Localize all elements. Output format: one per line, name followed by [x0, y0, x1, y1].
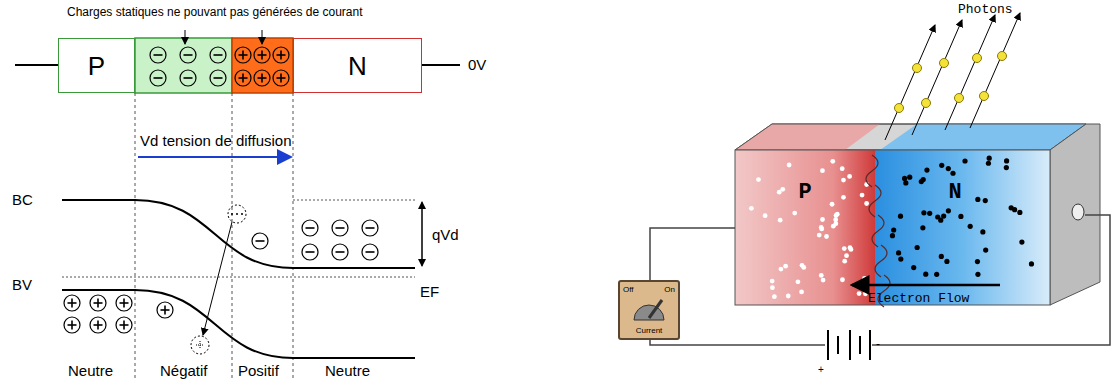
annotation-label: BV	[12, 276, 32, 293]
annotation-label: Photons	[958, 2, 1013, 17]
annotation-label: Vd tension de diffusion	[140, 132, 292, 149]
annotation-label: +	[818, 364, 824, 375]
node-label: Current	[620, 326, 678, 335]
switch-box: Off OnCurrent	[618, 280, 680, 340]
node-label: N	[920, 180, 990, 205]
annotation-label: 0V	[468, 56, 486, 73]
n-region-box: N	[293, 38, 422, 93]
annotation-label: qVd	[432, 226, 459, 243]
node-label: Off	[623, 285, 634, 294]
node-label: N	[294, 51, 421, 82]
node-label: P	[59, 51, 134, 82]
annotation-label: Electron Flow	[868, 291, 969, 306]
annotation-label: Neutre	[325, 362, 370, 379]
annotation-label: Négatif	[160, 362, 208, 379]
annotation-label: Positif	[238, 362, 279, 379]
annotation-label: Neutre	[68, 362, 113, 379]
n-region-led: N	[920, 168, 990, 218]
annotation-label: -	[876, 337, 880, 351]
annotation-label: BC	[12, 191, 33, 208]
node-label: On	[664, 285, 675, 294]
p-region-box: P	[58, 38, 135, 93]
annotation-label: Charges statiques ne pouvant pas générée…	[67, 5, 363, 19]
annotation-label: EF	[420, 283, 439, 300]
node-label: P	[770, 180, 840, 205]
p-region-led: P	[770, 168, 840, 218]
